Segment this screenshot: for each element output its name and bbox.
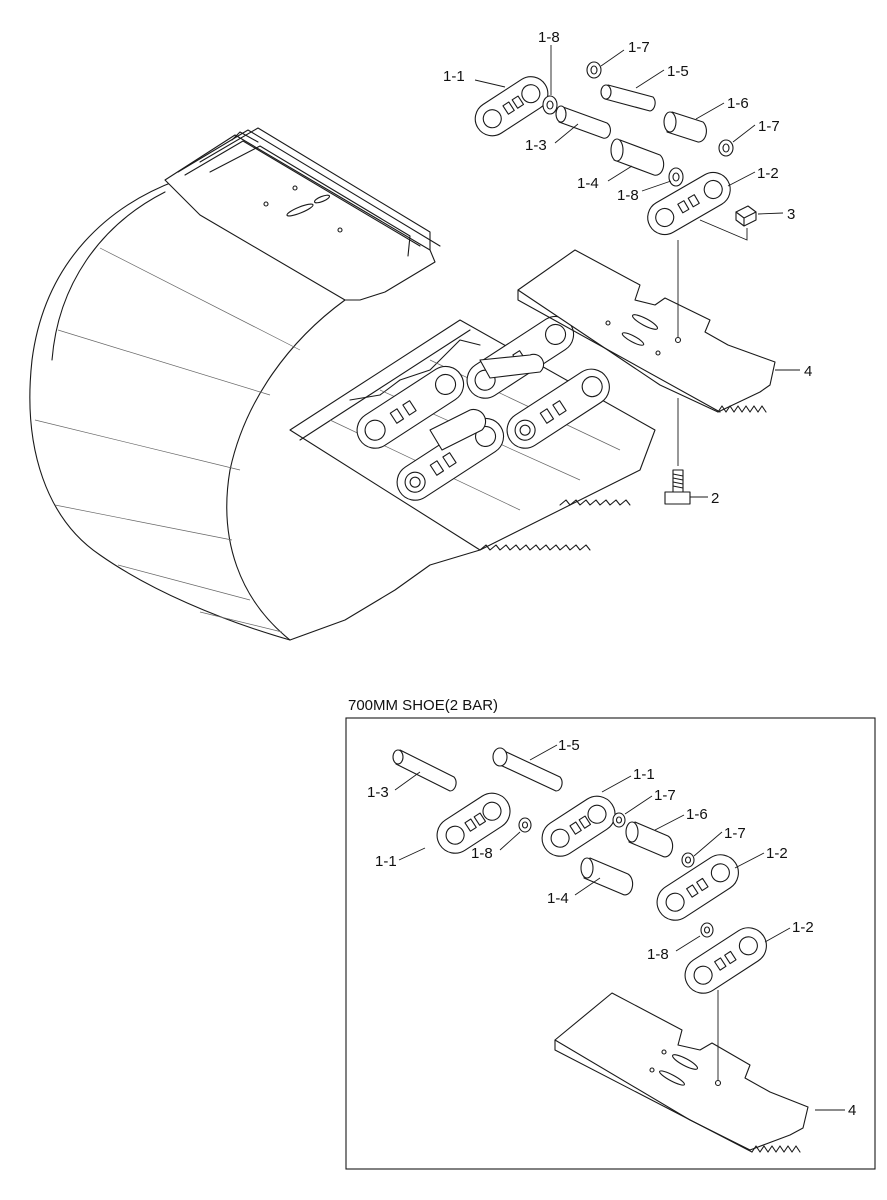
inset-label-1-7-lower: 1-7	[724, 825, 746, 842]
label-1-2: 1-2	[757, 165, 779, 182]
inset-label-1-1-upper: 1-1	[633, 766, 655, 783]
inset-label-1-2-lower: 1-2	[792, 919, 814, 936]
label-1-1: 1-1	[443, 68, 465, 85]
exploded-parts-drawing	[474, 61, 776, 505]
inset-callout-labels: 1-5 1-1 1-3 1-7 1-6 1-7 1-2 1-1 1-8 1-4 …	[367, 737, 856, 1119]
inset-parts-drawing	[392, 747, 809, 1153]
label-1-6: 1-6	[727, 95, 749, 112]
inset-label-1-2-upper: 1-2	[766, 845, 788, 862]
inset-label-1-6: 1-6	[686, 806, 708, 823]
label-1-8-lower: 1-8	[617, 187, 639, 204]
label-4: 4	[804, 363, 812, 380]
top-shoe-drawing	[164, 127, 441, 301]
label-1-4: 1-4	[577, 175, 599, 192]
inset-title: 700MM SHOE(2 BAR)	[348, 697, 498, 714]
label-1-7-upper: 1-7	[628, 39, 650, 56]
inset-label-1-3: 1-3	[367, 784, 389, 801]
label-1-7-lower: 1-7	[758, 118, 780, 135]
inset-label-1-8-lower: 1-8	[647, 946, 669, 963]
inset-label-1-8-upper: 1-8	[471, 845, 493, 862]
inset-leader-lines	[394, 744, 845, 1111]
inset-label-1-7-upper: 1-7	[654, 787, 676, 804]
track-loop-drawing	[29, 179, 481, 641]
label-1-8-upper: 1-8	[538, 29, 560, 46]
label-2: 2	[711, 490, 719, 507]
main-leader-lines	[474, 45, 800, 498]
main-callout-labels: 1-1 1-8 1-7 1-5 1-6 1-7 1-3 1-4 1-8 1-2 …	[443, 29, 812, 507]
inset-label-1-1-lower: 1-1	[375, 853, 397, 870]
inset-frame	[345, 717, 876, 1170]
inset-label-1-4: 1-4	[547, 890, 569, 907]
inset-label-4: 4	[848, 1102, 856, 1119]
label-1-5: 1-5	[667, 63, 689, 80]
label-1-3: 1-3	[525, 137, 547, 154]
inset-label-1-5: 1-5	[558, 737, 580, 754]
label-3: 3	[787, 206, 795, 223]
bottom-shoes-with-links-drawing	[289, 315, 656, 551]
